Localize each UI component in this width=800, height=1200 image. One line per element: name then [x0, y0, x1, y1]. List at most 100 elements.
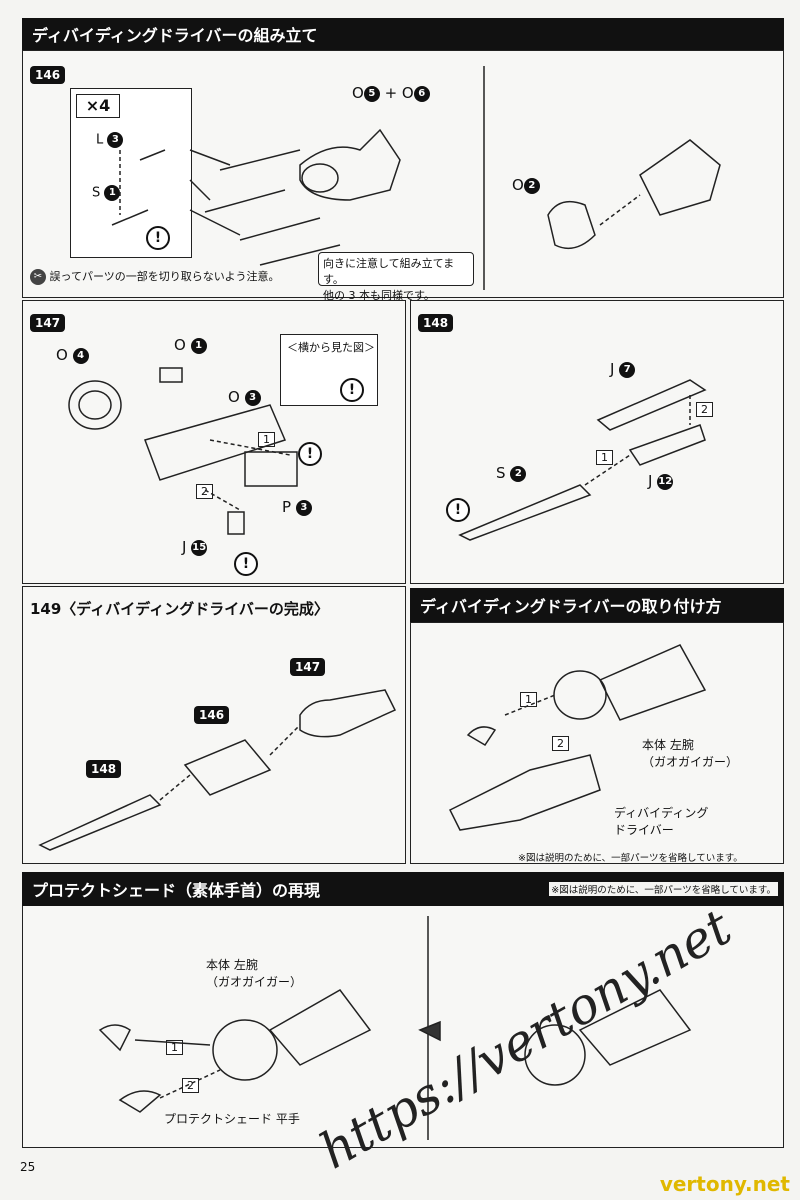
- note-line-2: 他の 3 本も同様です。: [323, 289, 435, 302]
- cut-caution-text: ✂ 誤ってパーツの一部を切り取らないよう注意。: [30, 268, 280, 285]
- part-letter: S: [496, 464, 506, 482]
- driver-label: ディバイディング ドライバー: [614, 804, 708, 838]
- order-number: 1: [258, 432, 275, 447]
- panel-step-148: [410, 300, 784, 584]
- caution-icon: !: [298, 442, 322, 466]
- section-header-divider-assembly: ディバイディングドライバーの組み立て: [22, 18, 784, 50]
- section-header-protect: プロテクトシェード（素体手首）の再現 ※図は説明のために、一部パーツを省略してい…: [22, 872, 784, 906]
- part-number: 3: [107, 132, 124, 148]
- part-letter: O: [174, 336, 186, 354]
- body-label: 本体 左腕 （ガオガイガー）: [642, 736, 738, 770]
- part-letter: S: [92, 185, 101, 201]
- times-text: ×4: [85, 96, 111, 115]
- caution-icon: !: [340, 378, 364, 402]
- order-number: 2: [696, 402, 713, 417]
- panel-step-149: [22, 586, 406, 864]
- order-number: 1: [520, 692, 537, 707]
- body-label: 本体 左腕 （ガオガイガー）: [206, 956, 302, 990]
- side-view-box: ＜横から見た図＞: [280, 334, 378, 406]
- order-2: 2: [552, 736, 569, 751]
- part-label-J12: J 12: [648, 472, 674, 490]
- assembly-note: 向きに注意して組み立てます。 他の 3 本も同様です。: [318, 252, 474, 302]
- order-2: 2: [196, 484, 213, 499]
- watermark-corner: vertony.net: [659, 1172, 790, 1196]
- note-text: ※図は説明のために、一部パーツを省略しています。: [518, 853, 743, 864]
- section-header-attach: ディバイディングドライバーの取り付け方: [410, 588, 784, 622]
- part-label-O3: O 3: [228, 388, 261, 406]
- part-label-O1: O 1: [174, 336, 207, 354]
- caution-icon: !: [234, 552, 258, 576]
- part-letter: L: [96, 132, 104, 148]
- part-letter: J: [610, 360, 615, 378]
- part-number: 7: [619, 361, 636, 378]
- part-number: 5: [363, 85, 380, 102]
- part-number: 6: [413, 85, 430, 102]
- omission-note: ※図は説明のために、一部パーツを省略しています。: [518, 850, 743, 864]
- part-label-S2: S 2: [496, 464, 527, 482]
- cut-caution-label: 誤ってパーツの一部を切り取らないよう注意。: [49, 270, 280, 283]
- label-line-1: 本体 左腕: [206, 958, 258, 972]
- part-letter: P: [282, 498, 292, 516]
- omission-note: ※図は説明のために、一部パーツを省略しています。: [549, 882, 778, 896]
- side-view-label: ＜横から見た図＞: [287, 341, 375, 354]
- part-letter: O: [56, 346, 68, 364]
- order-number: 1: [166, 1040, 183, 1055]
- part-label-J7: J 7: [610, 360, 636, 378]
- part-number: 12: [657, 473, 674, 490]
- step-ref-146: 146: [194, 706, 230, 724]
- step-ref-147: 147: [290, 658, 326, 676]
- step-number-147: 147: [30, 314, 66, 332]
- label-line-1: ディバイディング: [614, 806, 709, 820]
- label-line-1: 本体 左腕: [642, 738, 694, 752]
- section-title-149: 149〈ディバイディングドライバーの完成〉: [30, 598, 329, 619]
- step-number-148: 148: [418, 314, 454, 332]
- part-number: 2: [523, 177, 540, 194]
- section-title: ディバイディングドライバーの組み立て: [32, 26, 318, 45]
- title-text: 149〈ディバイディングドライバーの完成〉: [30, 600, 329, 618]
- label-text: プロテクトシェード 平手: [164, 1112, 300, 1126]
- part-number: 4: [72, 347, 89, 364]
- order-2: 2: [696, 402, 713, 417]
- part-number: 15: [191, 539, 208, 556]
- order-1: 1: [596, 450, 613, 465]
- step-number-146: 146: [30, 66, 66, 84]
- part-letter: O: [352, 84, 364, 102]
- part-letter: O: [228, 388, 240, 406]
- part-label-O4: O 4: [56, 346, 89, 364]
- part-label-P3: P 3: [282, 498, 312, 516]
- section-title: プロテクトシェード（素体手首）の再現: [32, 881, 321, 900]
- part-label-S1: S 1: [92, 185, 121, 201]
- hand-label: プロテクトシェード 平手: [164, 1110, 300, 1127]
- caution-icon: !: [446, 498, 470, 522]
- order-1: 1: [258, 432, 275, 447]
- part-number: 1: [104, 185, 121, 201]
- order-1: 1: [166, 1040, 183, 1055]
- part-label-J15: J 15: [182, 538, 208, 556]
- page-number: 25: [20, 1160, 36, 1174]
- step-ref-148: 148: [86, 760, 122, 778]
- order-number: 2: [196, 484, 213, 499]
- part-letter: J: [182, 538, 187, 556]
- label-line-2: ドライバー: [614, 823, 674, 837]
- order-number: 1: [596, 450, 613, 465]
- part-number: 2: [510, 465, 527, 482]
- order-number: 2: [182, 1078, 199, 1093]
- times-badge: ×4: [76, 94, 120, 118]
- note-line-1: 向きに注意して組み立てます。: [323, 257, 455, 286]
- part-number: 3: [244, 389, 261, 406]
- order-1: 1: [520, 692, 537, 707]
- part-letter: O: [512, 176, 524, 194]
- part-letter: J: [648, 472, 653, 490]
- order-number: 2: [552, 736, 569, 751]
- part-number: 3: [295, 499, 312, 516]
- part-number: 1: [190, 337, 207, 354]
- label-line-2: （ガオガイガー）: [206, 975, 303, 989]
- part-label-L3: L 3: [96, 132, 124, 148]
- caution-icon: !: [146, 226, 170, 250]
- section-title: ディバイディングドライバーの取り付け方: [420, 597, 722, 616]
- order-2: 2: [182, 1078, 199, 1093]
- cut-caution-icon: ✂: [30, 269, 46, 285]
- label-line-2: （ガオガイガー）: [642, 755, 739, 769]
